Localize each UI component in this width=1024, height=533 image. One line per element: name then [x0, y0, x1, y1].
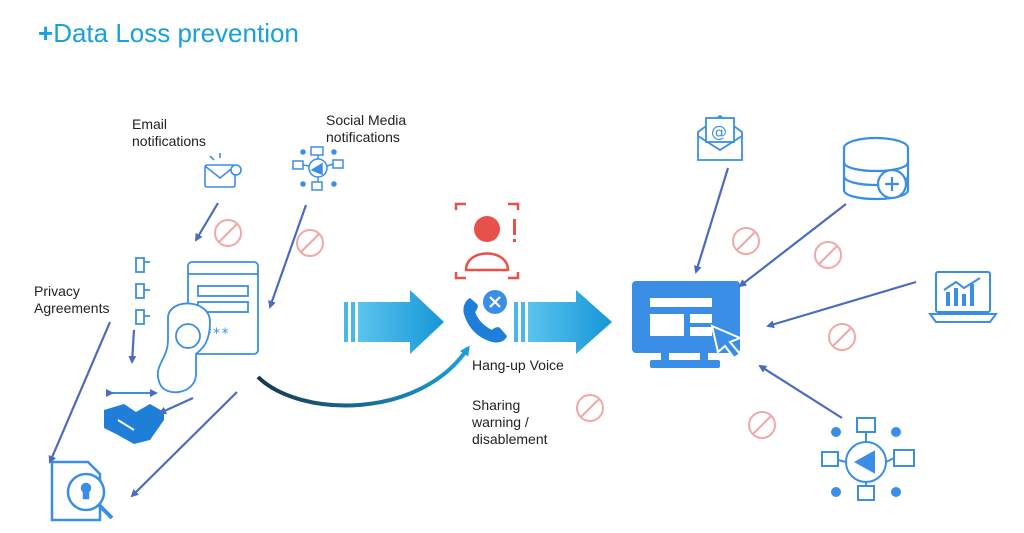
- phone-hangup-icon: [463, 290, 507, 343]
- label-privacy-agreements: Privacy Agreements: [34, 283, 110, 316]
- prohibit-icon: [828, 323, 856, 351]
- monitor-icon: [632, 281, 743, 368]
- page-title: +Data Loss prevention: [38, 18, 299, 49]
- prohibit-icon: [732, 227, 760, 255]
- left-connector-arrows: [48, 202, 308, 498]
- email-notification-icon: [204, 153, 242, 188]
- person-alert-icon: [454, 202, 520, 280]
- right-connector-arrows: [693, 167, 917, 419]
- prohibit-icon: [576, 394, 604, 422]
- database-add-icon: [842, 136, 910, 201]
- document-search-lock-icon: [50, 460, 114, 522]
- label-sharing-warning: Sharing warning / disablement: [472, 397, 548, 447]
- prohibit-icon: [748, 411, 776, 439]
- social-media-hub-icon-right: [821, 417, 915, 501]
- privacy-agreement-login-icon: ***: [135, 257, 259, 394]
- label-email-notifications: Email notifications: [132, 116, 206, 149]
- social-media-hub-icon: [292, 146, 344, 191]
- svg-text:@: @: [711, 122, 727, 141]
- plus-icon: +: [38, 18, 54, 48]
- big-arrow-left: [344, 290, 444, 354]
- label-hang-up-voice: Hang-up Voice: [472, 357, 564, 373]
- chart-laptop-icon: [928, 271, 998, 323]
- handshake-icon: [104, 389, 164, 444]
- email-at-icon: @: [697, 114, 743, 161]
- prohibit-icon: [296, 229, 324, 257]
- prohibit-icon: [814, 241, 842, 269]
- curved-flow-arrow: [256, 345, 470, 408]
- page-title-text: Data Loss prevention: [53, 18, 299, 48]
- prohibit-icon: [214, 219, 242, 247]
- big-arrow-right: [514, 290, 612, 354]
- label-social-media-notifications: Social Media notifications: [326, 112, 407, 145]
